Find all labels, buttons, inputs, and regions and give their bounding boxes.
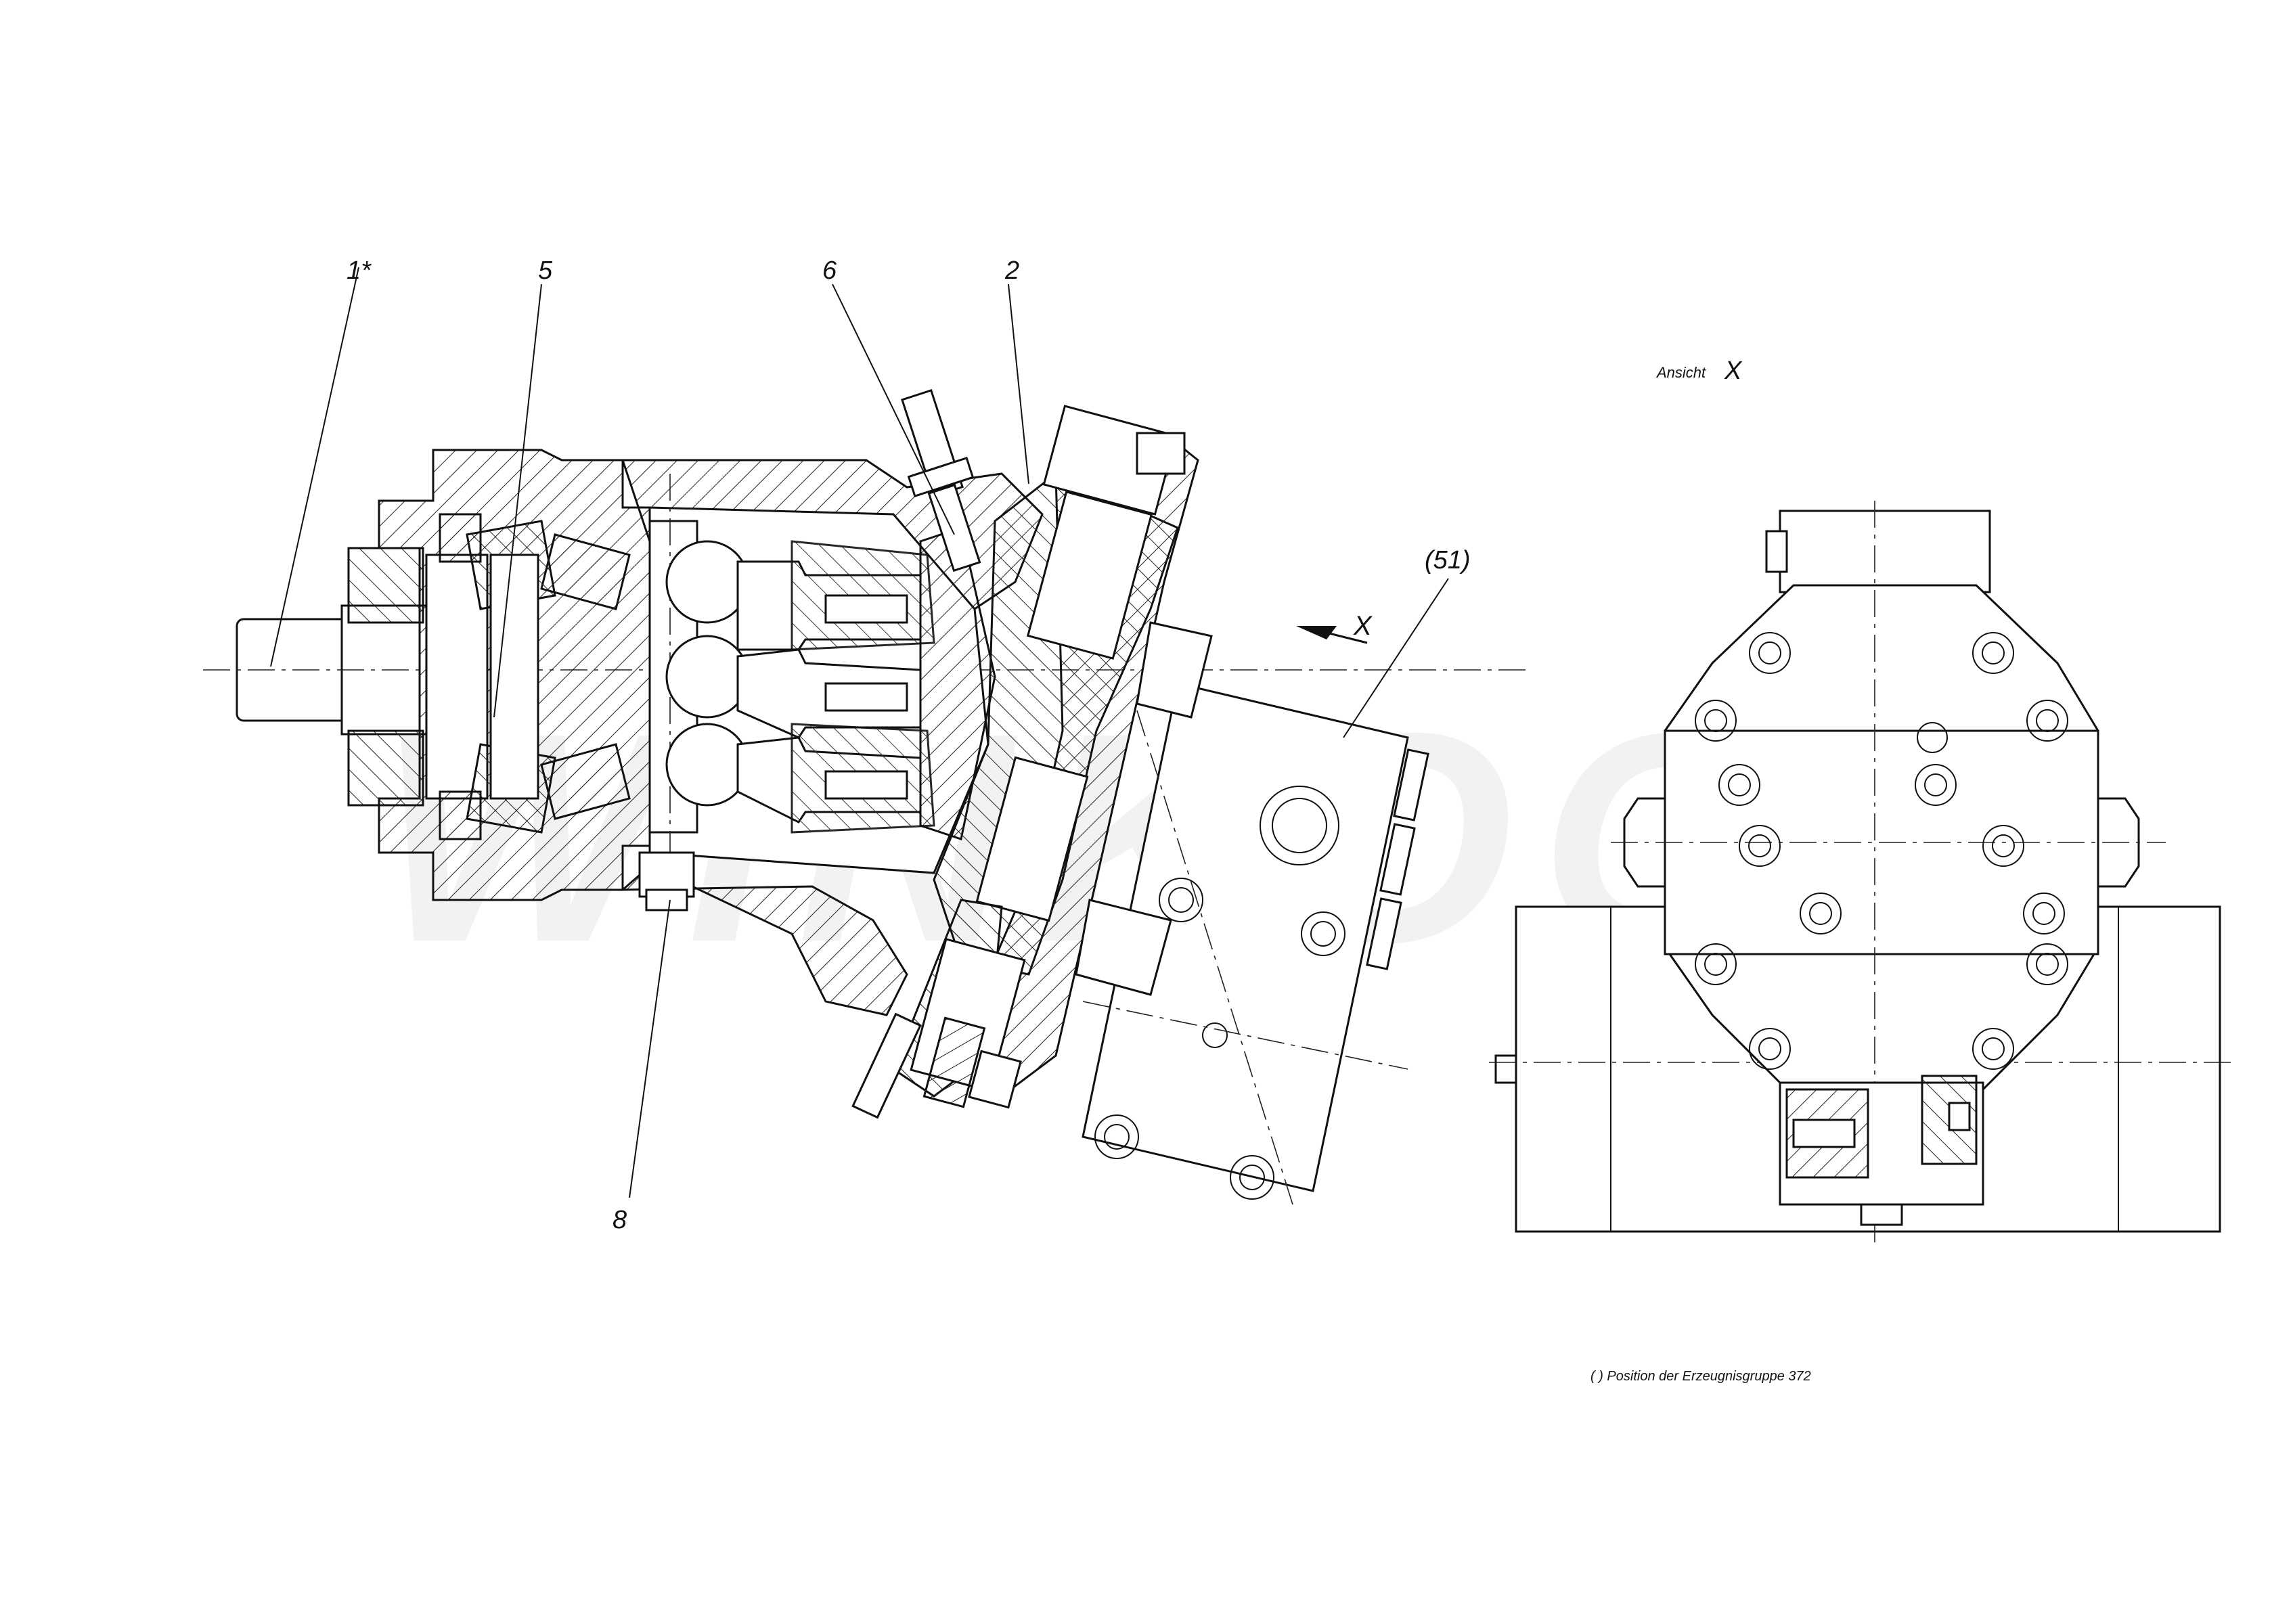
- view-arrow: X: [1296, 611, 1373, 644]
- front-housing: [347, 449, 651, 901]
- footnote: ( ) Position der Erzeugnisgruppe 372: [1590, 1369, 1811, 1384]
- label-part-51: (51): [1425, 546, 1471, 574]
- label-part-5: 5: [538, 256, 553, 285]
- pistons: [665, 526, 996, 840]
- view-x: Ansicht X: [1489, 357, 2233, 1245]
- leader-lines: [270, 267, 1449, 1198]
- drive-shaft: [203, 604, 1530, 736]
- label-part-6: 6: [822, 256, 837, 285]
- view-title-letter: X: [1724, 357, 1743, 385]
- view-title: Ansicht: [1655, 364, 1706, 381]
- label-part-8: 8: [613, 1206, 627, 1234]
- bolt-pattern: [1695, 632, 2068, 1070]
- label-part-1: 1*: [347, 256, 372, 285]
- drain-plug: [638, 851, 695, 911]
- sectional-view: X 1* 5 6 2 (51) 8: [203, 256, 1530, 1234]
- lower-valve: [851, 938, 1026, 1119]
- adjusting-screw: [901, 388, 981, 572]
- view-arrow-label: X: [1353, 611, 1373, 641]
- label-part-2: 2: [1004, 256, 1019, 285]
- valve-block-51: [1075, 621, 1429, 1205]
